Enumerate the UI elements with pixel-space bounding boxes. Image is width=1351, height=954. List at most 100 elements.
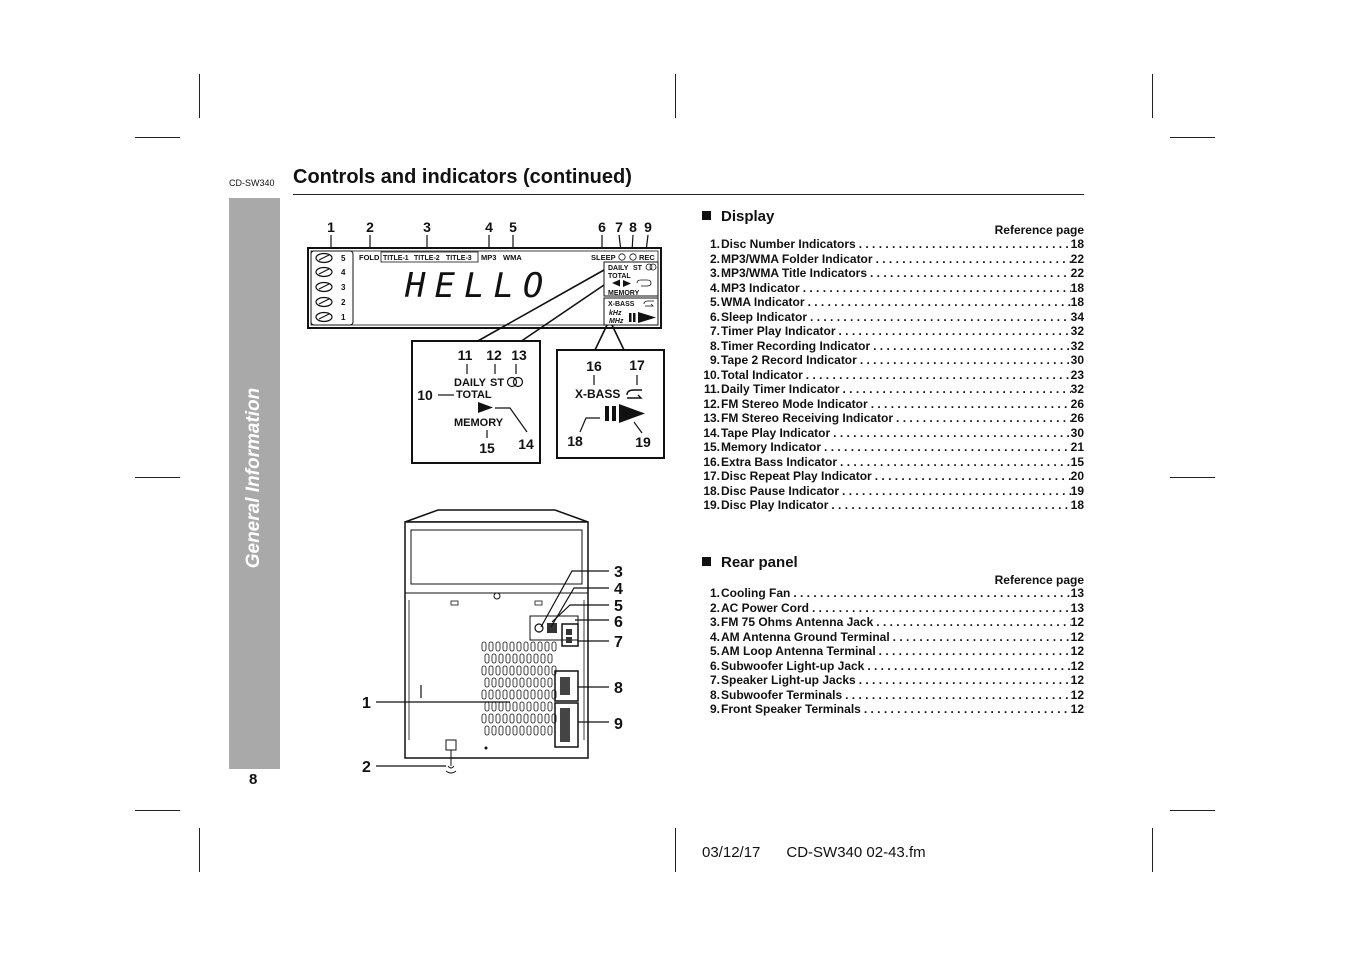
vent-slot [540, 677, 546, 688]
callout-number: 12 [486, 347, 502, 363]
item-label: Memory Indicator [721, 440, 822, 454]
vent-slot [519, 701, 525, 712]
list-item: 3.MP3/WMA Title Indicators22 [698, 266, 1084, 281]
item-label: Total Indicator [721, 367, 803, 382]
repeat-icon [626, 389, 643, 399]
vent-slot [544, 689, 550, 700]
item-number: 3. [709, 615, 720, 629]
wma-indicator: WMA [503, 253, 522, 262]
vent-slot [547, 677, 553, 688]
vent-slot [488, 665, 494, 676]
title-rule [293, 194, 1084, 195]
item-number: 9. [709, 353, 720, 367]
vent-slot [516, 689, 522, 700]
sidebar-tab [229, 198, 280, 769]
vent-slot [530, 641, 536, 652]
total-indicator: TOTAL [456, 389, 492, 401]
timer-rec-icon [629, 253, 637, 261]
item-number: 11. [703, 382, 720, 396]
play-icon [638, 312, 656, 323]
reference-page: 13 [1070, 600, 1084, 615]
list-item: 1.Cooling Fan13 [698, 586, 1084, 601]
vent-slot [481, 665, 487, 676]
memory-indicator: MEMORY [454, 417, 504, 429]
vent-slot [516, 641, 522, 652]
item-label: Subwoofer Light-up Jack [721, 658, 865, 673]
rec-indicator: REC [639, 253, 655, 262]
vent-slot [502, 665, 508, 676]
reference-page: 20 [1070, 469, 1084, 483]
item-number: 10. [703, 367, 720, 382]
item-label: Tape Play Indicator [721, 425, 831, 440]
tape-direction-icon [612, 279, 631, 287]
vent-slot [488, 689, 494, 700]
item-label: Daily Timer Indicator [721, 382, 840, 396]
callout-number: 3 [423, 219, 431, 235]
title2-indicator: TITLE-2 [414, 255, 440, 262]
callout-number: 10 [417, 387, 433, 403]
vent-slot [540, 725, 546, 736]
vent-slot [512, 653, 518, 664]
crop-mark [135, 137, 180, 138]
pause-icon [605, 406, 609, 421]
bullet-square-icon [702, 211, 711, 220]
list-item: 8.Timer Recording Indicator32 [698, 339, 1084, 354]
vent-slot [502, 641, 508, 652]
reference-page: 23 [1070, 367, 1084, 382]
vent-slot [491, 677, 497, 688]
item-label: Disc Repeat Play Indicator [721, 469, 872, 483]
vent-slot [523, 689, 529, 700]
vent-slot [516, 665, 522, 676]
am-terminal [547, 623, 557, 633]
vent-slot [530, 689, 536, 700]
item-number: 12. [703, 396, 720, 411]
item-number: 5. [709, 644, 720, 658]
list-item: 4.AM Antenna Ground Terminal12 [698, 630, 1084, 645]
callout-number: 18 [567, 433, 583, 449]
vent-slot [540, 701, 546, 712]
item-number: 8. [709, 338, 720, 353]
callout-number: 5 [614, 598, 623, 615]
tape-play-icon [478, 402, 493, 413]
vent-slot [526, 677, 532, 688]
power-cord [445, 750, 457, 774]
item-label: MP3 Indicator [721, 280, 800, 295]
reference-page: 32 [1070, 382, 1084, 396]
khz-indicator: kHz [609, 310, 622, 317]
vent-slot [488, 641, 494, 652]
vent-slot [498, 677, 504, 688]
callout-number: 2 [362, 759, 371, 776]
reference-page: 13 [1070, 586, 1084, 600]
svg-text:2: 2 [341, 298, 346, 307]
callout-number: 8 [614, 680, 623, 697]
item-label: Timer Recording Indicator [721, 338, 871, 353]
callout-number: 16 [586, 358, 602, 374]
vent-slot [526, 725, 532, 736]
vent-slot [530, 665, 536, 676]
item-label: Front Speaker Terminals [721, 702, 861, 716]
vent-slot [481, 713, 487, 724]
vent-slot [505, 653, 511, 664]
reference-page: 18 [1070, 498, 1084, 512]
vent-slot [533, 701, 539, 712]
total-indicator: TOTAL [608, 273, 631, 280]
reference-page: 18 [1070, 295, 1084, 309]
callout-number: 7 [614, 634, 623, 651]
vent-slot [526, 653, 532, 664]
page-number: 8 [249, 771, 258, 788]
list-item: 10.Total Indicator 23 [698, 368, 1084, 383]
crop-mark [1170, 477, 1215, 478]
daily-indicator: DAILY [454, 377, 487, 389]
vent-slot [512, 725, 518, 736]
list-item: 8.Subwoofer Terminals12 [698, 688, 1084, 703]
reference-page: 12 [1070, 687, 1084, 702]
front-speaker-terminals [554, 702, 579, 748]
list-item: 7.Timer Play Indicator32 [698, 324, 1084, 339]
vent-slot [505, 725, 511, 736]
reference-page: 21 [1070, 440, 1084, 454]
callout-number: 14 [518, 436, 534, 452]
item-number: 1. [709, 586, 720, 600]
callout-number: 1 [362, 695, 371, 712]
item-number: 5. [709, 295, 720, 309]
